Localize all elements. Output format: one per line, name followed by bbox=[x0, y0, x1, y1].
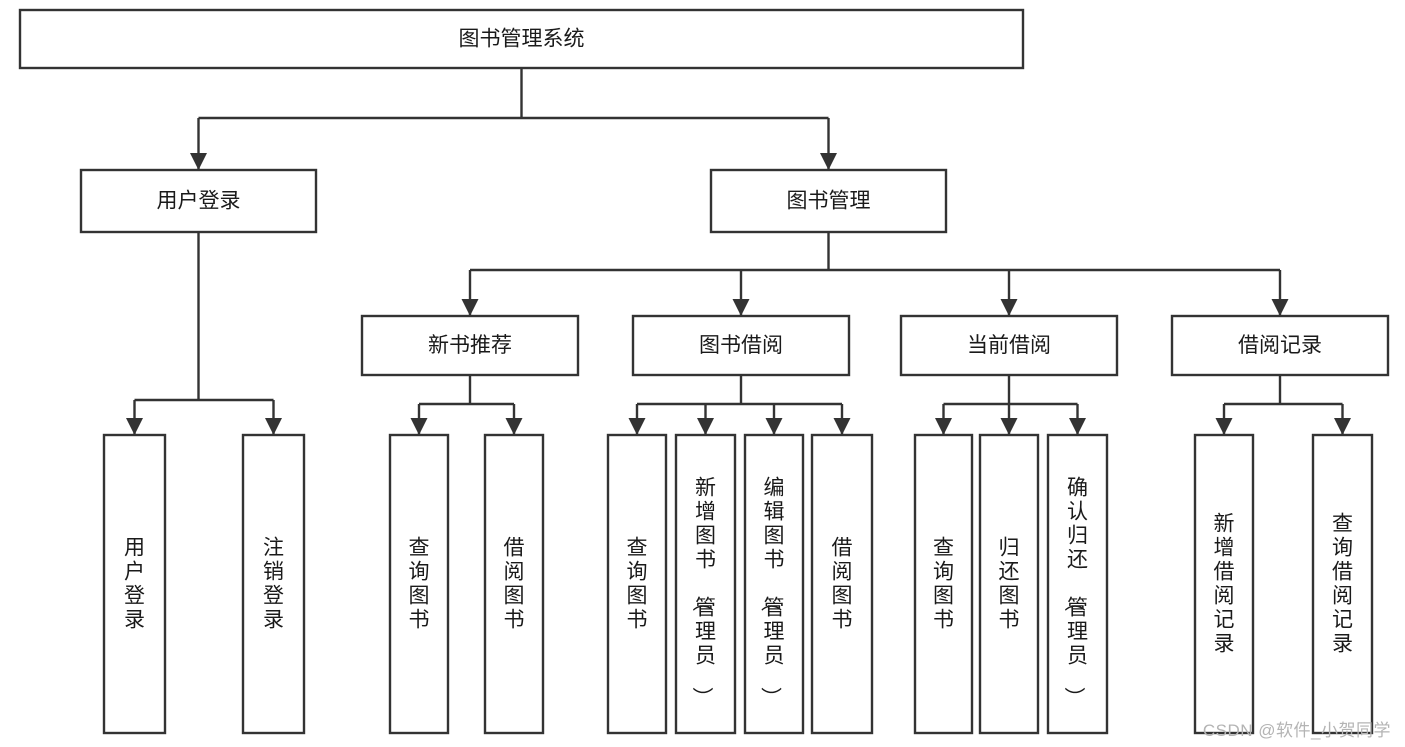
node-box bbox=[1193, 433, 1255, 735]
node-label: 注销登录 bbox=[263, 537, 284, 632]
node-box bbox=[241, 433, 306, 735]
node-label: 确认归还（管理员） bbox=[1062, 477, 1088, 708]
edge-arrowhead bbox=[697, 418, 714, 435]
node-box bbox=[483, 433, 545, 735]
node-label: 图书借阅 bbox=[699, 334, 783, 357]
node-box bbox=[79, 168, 318, 234]
edge-arrowhead bbox=[732, 299, 750, 316]
node-label: 查询图书 bbox=[933, 537, 954, 632]
node-label: 编辑图书（管理员） bbox=[759, 477, 785, 708]
edge-arrowhead bbox=[1069, 418, 1086, 435]
edge-arrowhead bbox=[1271, 299, 1289, 316]
node-label: 当前借阅 bbox=[967, 334, 1051, 357]
node-box bbox=[978, 433, 1040, 735]
node-label: 归还图书 bbox=[999, 537, 1020, 632]
node-box bbox=[1046, 433, 1109, 735]
node-label: 借阅图书 bbox=[504, 537, 525, 632]
edge-arrowhead bbox=[1334, 418, 1351, 435]
node-book-borrow[interactable]: 图书借阅 bbox=[631, 314, 851, 377]
edge-arrowhead bbox=[265, 418, 282, 435]
node-label: 查询图书 bbox=[409, 537, 430, 632]
node-new-book-rec[interactable]: 新书推荐 bbox=[360, 314, 580, 377]
node-leaf-query-book-1[interactable]: 查询图书 bbox=[388, 433, 450, 735]
node-leaf-return-book[interactable]: 归还图书 bbox=[978, 433, 1040, 735]
edge-arrowhead bbox=[461, 299, 479, 316]
node-label: 查询借阅记录 bbox=[1332, 513, 1353, 656]
node-box bbox=[360, 314, 580, 377]
node-box bbox=[743, 433, 805, 735]
edge-arrowhead bbox=[126, 418, 143, 435]
node-box bbox=[913, 433, 974, 735]
node-box bbox=[388, 433, 450, 735]
node-label: 借阅记录 bbox=[1238, 334, 1322, 357]
node-box bbox=[1311, 433, 1374, 735]
node-label: 查询图书 bbox=[627, 537, 648, 632]
node-box bbox=[631, 314, 851, 377]
node-leaf-add-record[interactable]: 新增借阅记录 bbox=[1193, 433, 1255, 735]
csdn-watermark: CSDN @软件_小贺同学 bbox=[1202, 721, 1391, 740]
node-leaf-confirm-return[interactable]: 确认归还（管理员） bbox=[1046, 433, 1109, 735]
node-leaf-borrow-book-1[interactable]: 借阅图书 bbox=[483, 433, 545, 735]
edge-arrowhead bbox=[1000, 299, 1018, 316]
node-leaf-add-book[interactable]: 新增图书（管理员） bbox=[674, 433, 737, 735]
node-label: 图书管理系统 bbox=[459, 28, 585, 51]
node-label: 借阅图书 bbox=[832, 537, 853, 632]
edge-arrowhead bbox=[833, 418, 851, 435]
node-box bbox=[810, 433, 874, 735]
node-label: 图书管理 bbox=[787, 190, 871, 213]
node-borrow-record[interactable]: 借阅记录 bbox=[1170, 314, 1390, 377]
edge-arrowhead bbox=[628, 418, 646, 435]
node-box bbox=[1170, 314, 1390, 377]
node-label: 新增图书（管理员） bbox=[690, 477, 716, 708]
node-box bbox=[18, 8, 1025, 70]
node-current-borrow[interactable]: 当前借阅 bbox=[899, 314, 1119, 377]
node-label: 新书推荐 bbox=[428, 334, 512, 357]
node-box bbox=[899, 314, 1119, 377]
node-leaf-logout[interactable]: 注销登录 bbox=[241, 433, 306, 735]
edge-layer bbox=[126, 68, 1351, 435]
node-leaf-user-login[interactable]: 用户登录 bbox=[102, 433, 167, 735]
node-layer: 图书管理系统用户登录图书管理新书推荐图书借阅当前借阅借阅记录用户登录注销登录查询… bbox=[18, 8, 1390, 735]
edge-arrowhead bbox=[190, 153, 207, 170]
edge-arrowhead bbox=[820, 153, 837, 170]
node-leaf-query-record[interactable]: 查询借阅记录 bbox=[1311, 433, 1374, 735]
node-book-manage[interactable]: 图书管理 bbox=[709, 168, 948, 234]
node-label: 新增借阅记录 bbox=[1214, 513, 1235, 656]
node-box bbox=[102, 433, 167, 735]
node-leaf-edit-book[interactable]: 编辑图书（管理员） bbox=[743, 433, 805, 735]
edge-arrowhead bbox=[505, 418, 523, 435]
edge-arrowhead bbox=[1215, 418, 1233, 435]
node-label: 用户登录 bbox=[124, 537, 145, 632]
edge-arrowhead bbox=[410, 418, 428, 435]
edge-arrowhead bbox=[1000, 418, 1018, 435]
node-box bbox=[606, 433, 668, 735]
node-leaf-query-book-2[interactable]: 查询图书 bbox=[606, 433, 668, 735]
node-leaf-borrow-book-2[interactable]: 借阅图书 bbox=[810, 433, 874, 735]
edge-arrowhead bbox=[765, 418, 783, 435]
node-label: 用户登录 bbox=[157, 190, 241, 213]
node-leaf-query-book-3[interactable]: 查询图书 bbox=[913, 433, 974, 735]
edge-arrowhead bbox=[935, 418, 952, 435]
node-box bbox=[709, 168, 948, 234]
node-root[interactable]: 图书管理系统 bbox=[18, 8, 1025, 70]
node-user-login[interactable]: 用户登录 bbox=[79, 168, 318, 234]
node-box bbox=[674, 433, 737, 735]
